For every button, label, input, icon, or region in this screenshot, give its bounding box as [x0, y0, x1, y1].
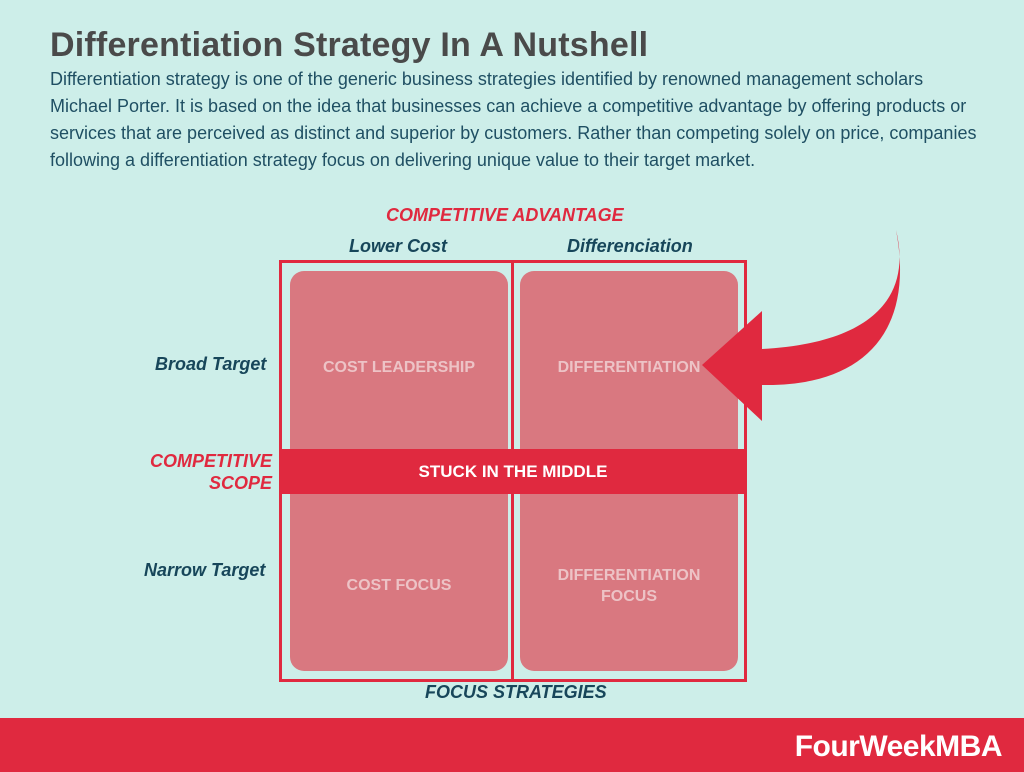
- cell-cost-leadership-label: COST LEADERSHIP: [322, 358, 475, 376]
- top-axis-title: COMPETITIVE ADVANTAGE: [386, 205, 624, 225]
- cell-differentiation-label: DIFFERENTIATION: [557, 358, 701, 376]
- cell-cost-focus: COST FOCUS: [290, 480, 508, 671]
- cell-differentiation-focus-label-line1: DIFFERENTIATION: [557, 566, 701, 584]
- cell-differentiation-focus: DIFFERENTIATION FOCUS: [520, 480, 738, 671]
- curved-arrow-icon: [702, 230, 901, 421]
- row-label-broad-target: Broad Target: [155, 354, 267, 374]
- column-label-differenciation: Differenciation: [567, 236, 693, 256]
- stuck-in-the-middle-label: STUCK IN THE MIDDLE: [418, 461, 608, 481]
- row-label-narrow-target: Narrow Target: [144, 560, 266, 580]
- column-label-lower-cost: Lower Cost: [349, 236, 448, 256]
- side-axis-title-line2: SCOPE: [208, 473, 272, 493]
- description-paragraph: Differentiation strategy is one of the g…: [50, 69, 977, 170]
- cell-differentiation: DIFFERENTIATION: [520, 271, 738, 463]
- brand-logo: FourWeekMBA: [794, 730, 1003, 763]
- cell-cost-focus-label: COST FOCUS: [346, 577, 452, 594]
- stuck-in-the-middle-band: STUCK IN THE MIDDLE: [279, 449, 747, 494]
- side-axis-title-line1: COMPETITIVE: [149, 451, 272, 471]
- cell-differentiation-focus-label-line2: FOCUS: [601, 587, 657, 605]
- cell-cost-leadership: COST LEADERSHIP: [290, 271, 508, 463]
- bottom-axis-title: FOCUS STRATEGIES: [425, 682, 607, 702]
- side-axis-title: COMPETITIVE SCOPE: [140, 450, 272, 494]
- footer-bar: [0, 718, 1024, 772]
- page-title: Differentiation Strategy In A Nutshell: [50, 26, 649, 64]
